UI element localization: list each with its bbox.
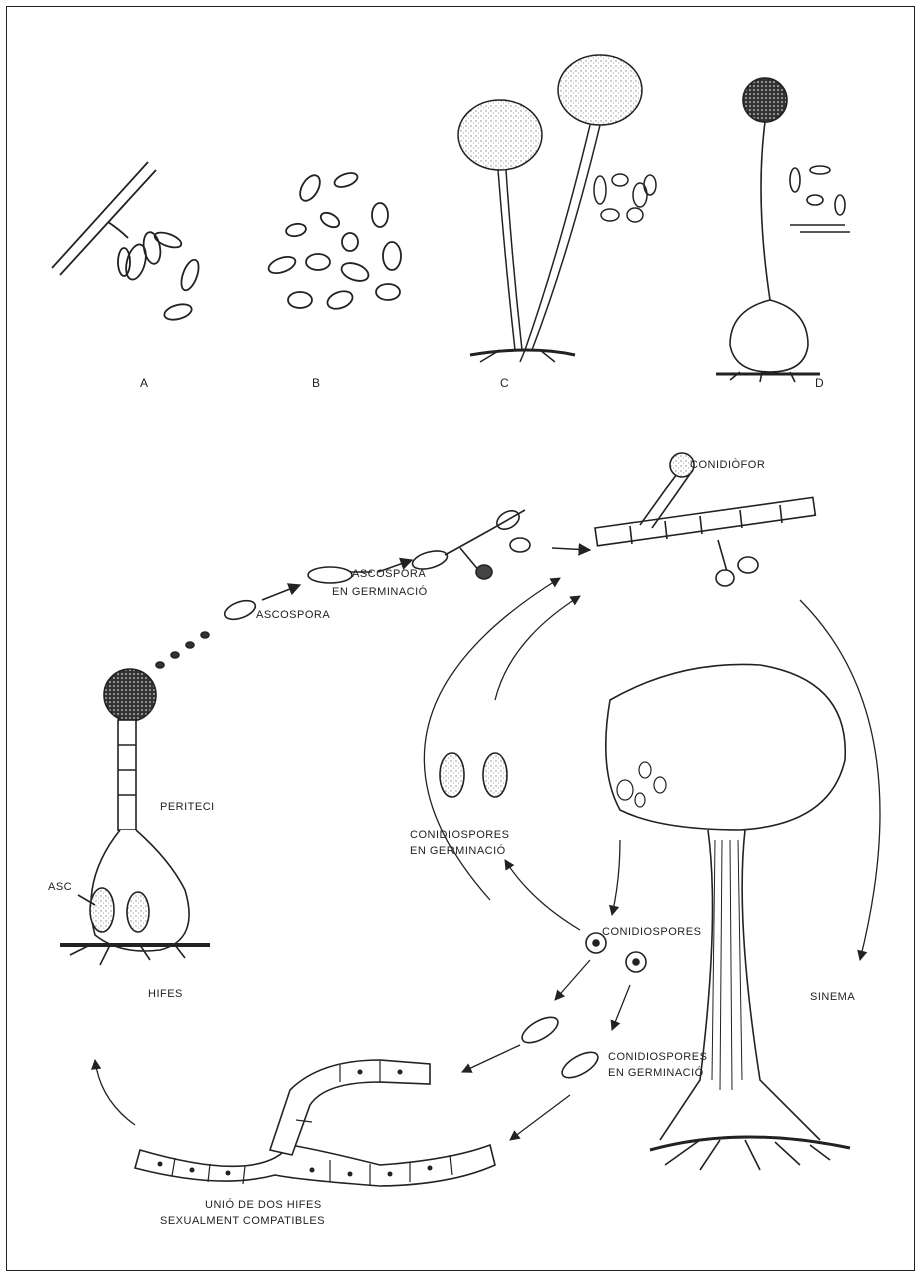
panel-label-c: C (500, 376, 509, 390)
panel-label-d: D (815, 376, 824, 390)
panel-c-drawing (458, 55, 656, 362)
label-asc: ASC (48, 881, 72, 893)
panel-label-a: A (140, 376, 148, 390)
panel-a-drawing (52, 162, 202, 322)
label-unio-1: UNIÓ DE DOS HIFES (205, 1198, 322, 1211)
label-conidiospores-germinacio2-1: CONIDIOSPORES (608, 1051, 707, 1063)
label-hifes: HIFES (148, 988, 183, 1000)
label-conidiofor: CONIDIÒFOR (690, 458, 765, 471)
perithecium (60, 669, 210, 965)
conidiospores-germinating-pair (440, 753, 507, 797)
fusing-hyphae (135, 1060, 495, 1186)
arrow-to-mycelium (552, 548, 590, 550)
label-conidiospores-germinacio-2: EN GERMINACIÓ (410, 844, 506, 857)
label-sinema: SINEMA (810, 991, 855, 1003)
label-conidiospores: CONIDIOSPORES (602, 926, 701, 938)
synnema (606, 664, 850, 1170)
panel-d-drawing (716, 78, 850, 382)
label-ascospora: ASCOSPORA (256, 609, 330, 621)
label-conidiospores-germinacio2-2: EN GERMINACIÓ (608, 1066, 704, 1079)
panel-b-drawing (266, 170, 401, 312)
label-ascospora-germinacio-1: ASCOSPORA (352, 568, 426, 580)
label-conidiospores-germinacio-1: CONIDIOSPORES (410, 829, 509, 841)
label-unio-2: SEXUALMENT COMPATIBLES (160, 1215, 325, 1227)
panel-label-b: B (312, 376, 320, 390)
label-periteci: PERITECI (160, 801, 215, 813)
label-ascospora-germinacio-2: EN GERMINACIÓ (332, 585, 428, 598)
conidiophore-mycelium (595, 453, 815, 586)
cycle-arrows (95, 578, 880, 1140)
